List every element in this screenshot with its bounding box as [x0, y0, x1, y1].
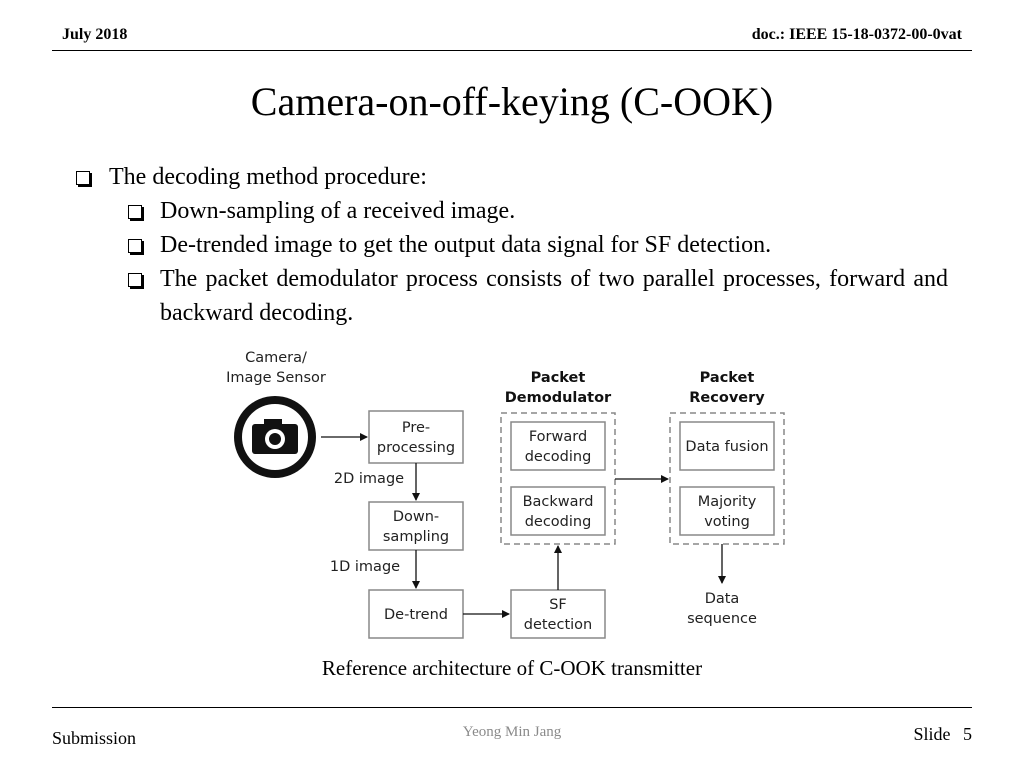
edge-label-1d-image: 1D image [330, 559, 400, 575]
figure-caption: Reference architecture of C-OOK transmit… [321, 656, 703, 680]
forward-decoding-line2: decoding [525, 449, 592, 465]
forward-decoding-line1: Forward [529, 429, 587, 445]
footer-submission: Submission [52, 728, 137, 748]
data-fusion-label: Data fusion [685, 439, 768, 455]
bullet-sub-text: Down-sampling of a received image. [160, 198, 516, 224]
camera-icon [234, 396, 316, 478]
bullet-sub-text: The packet demodulator process consists … [160, 266, 948, 326]
checkbox-bullet-icon [128, 273, 142, 287]
downsampling-line1: Down- [393, 509, 439, 525]
camera-label-line1: Camera/ [245, 350, 307, 366]
header-doc-id: doc.: IEEE 15-18-0372-00-0vat [751, 26, 962, 43]
bullet-sub-text: De-trended image to get the output data … [160, 232, 772, 258]
footer-author: Yeong Min Jang [462, 724, 562, 740]
edge-label-2d-image: 2D image [334, 471, 404, 487]
detrend-label: De-trend [384, 607, 448, 623]
recovery-title-line1: Packet [700, 370, 755, 386]
footer-slide: Slide 5 [913, 724, 972, 745]
downsampling-box [368, 501, 464, 551]
backward-decoding-line1: Backward [523, 494, 594, 510]
camera-label-line2: Image Sensor [226, 370, 326, 386]
demodulator-group [500, 412, 616, 545]
demodulator-title-line1: Packet [531, 370, 586, 386]
preprocessing-line2: processing [377, 440, 455, 456]
checkbox-bullet-icon [128, 205, 142, 219]
checkbox-bullet-icon [128, 239, 142, 253]
header-date: July 2018 [62, 26, 128, 43]
bullet-main-text: The decoding method procedure: [109, 164, 427, 190]
preprocessing-line1: Pre- [402, 420, 430, 436]
backward-decoding-box [510, 486, 606, 536]
sf-detection-line1: SF [549, 597, 567, 613]
footer-rule [52, 707, 972, 708]
output-line1: Data [705, 591, 740, 607]
slide-label: Slide [913, 724, 951, 744]
downsampling-line2: sampling [383, 529, 449, 545]
majority-voting-line2: voting [704, 514, 750, 530]
majority-voting-line1: Majority [698, 494, 757, 510]
header-rule [52, 50, 972, 51]
majority-voting-box [679, 486, 775, 536]
checkbox-bullet-icon [76, 171, 90, 185]
slide-title: Camera-on-off-keying (C-OOK) [250, 79, 774, 124]
forward-decoding-box [510, 421, 606, 471]
recovery-title-line2: Recovery [689, 390, 765, 406]
slide-number: 5 [963, 724, 972, 744]
backward-decoding-line2: decoding [525, 514, 592, 530]
demodulator-title-line2: Demodulator [505, 390, 612, 406]
recovery-group [669, 412, 785, 545]
data-fusion-box [679, 421, 775, 471]
sf-detection-line2: detection [524, 617, 592, 633]
output-line2: sequence [687, 611, 757, 627]
